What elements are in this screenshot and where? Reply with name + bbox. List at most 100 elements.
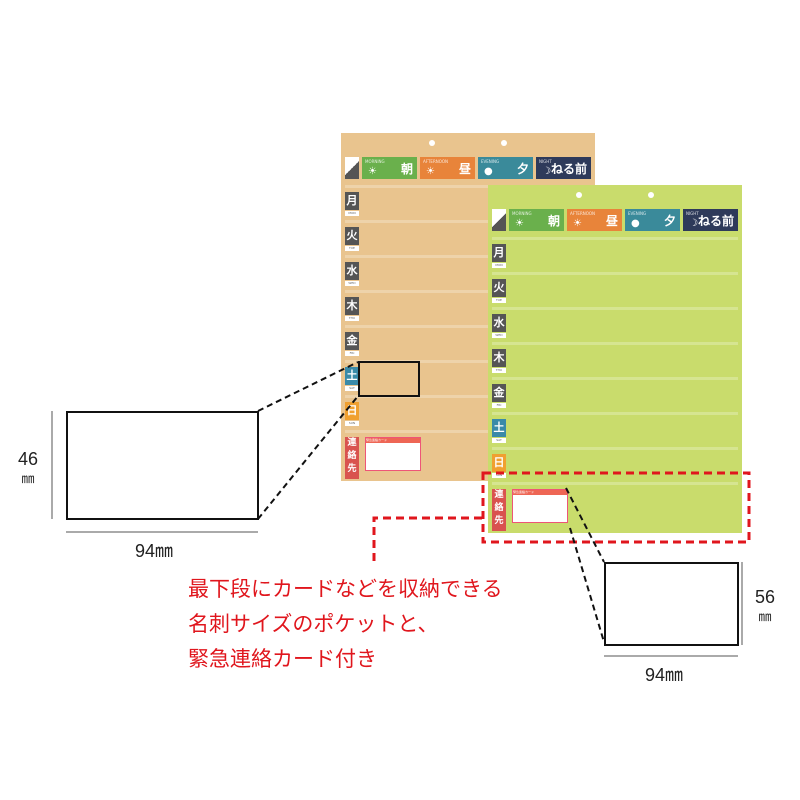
day-en: THU [345, 316, 359, 321]
time-slot: NIGHT ☽ねる前 [683, 209, 738, 231]
day-en: SAT [345, 386, 359, 391]
slot-icon: ☀ [426, 166, 435, 177]
day-en: TUE [345, 246, 359, 251]
slot-icon: ● [484, 166, 493, 177]
time-slot: EVENING ● 夕 [625, 209, 680, 231]
slot-en: EVENING [481, 159, 500, 164]
caption-line: 名刺サイズのポケットと、 [188, 612, 439, 636]
caption-line: 最下段にカードなどを収納できる [188, 577, 503, 601]
left-width-label: 94㎜ [135, 541, 174, 561]
slot-en: NIGHT [539, 159, 552, 164]
day-en: WED [345, 281, 359, 286]
day-label: 火 [345, 227, 359, 245]
day-en: SUN [345, 421, 359, 426]
contact-label: 連絡先 [345, 437, 359, 479]
slot-label: ねる前 [697, 213, 734, 228]
slot-label: 昼 [605, 213, 618, 228]
slot-en: EVENING [628, 211, 647, 216]
day-label: 土 [345, 367, 359, 385]
right-width-label: 94㎜ [645, 665, 684, 685]
emergency-card: 緊急連絡カード [365, 437, 421, 471]
caption: 最下段にカードなどを収納できる 名刺サイズのポケットと、 緊急連絡カード付き [188, 572, 503, 677]
corner-label [345, 157, 359, 179]
day-en: MON [492, 263, 506, 268]
day-label: 木 [345, 297, 359, 315]
slot-icon: ● [631, 218, 640, 229]
slot-label: 夕 [516, 161, 529, 176]
hanging-hole [501, 140, 507, 146]
time-slot: MORNING ☀ 朝 [362, 157, 417, 179]
time-slot: NIGHT ☽ねる前 [536, 157, 591, 179]
day-label: 金 [492, 384, 506, 402]
caption-line: 緊急連絡カード付き [188, 647, 377, 671]
time-header: MORNING ☀ 朝 AFTERNOON ☀ 昼 EVENING ● 夕 NIGHT ☽ねる前 [492, 209, 738, 231]
hanging-hole [648, 192, 654, 198]
day-en: THU [492, 368, 506, 373]
day-en: FRI [492, 403, 506, 408]
highlight-pocket [358, 361, 420, 397]
day-en: SUN [492, 473, 506, 478]
day-en: MON [345, 211, 359, 216]
slot-en: AFTERNOON [423, 159, 448, 164]
hanging-hole [576, 192, 582, 198]
day-en: FRI [345, 351, 359, 356]
day-label: 月 [345, 192, 359, 210]
day-en: TUE [492, 298, 506, 303]
emergency-card: 緊急連絡カード [512, 489, 568, 523]
contact-row: 連絡先 緊急連絡カード [492, 482, 738, 532]
day-en: SAT [492, 438, 506, 443]
slot-en: MORNING [512, 211, 532, 216]
slot-label: ねる前 [550, 161, 587, 176]
slot-en: MORNING [365, 159, 385, 164]
slot-en: AFTERNOON [570, 211, 595, 216]
slot-label: 昼 [458, 161, 471, 176]
day-label: 土 [492, 419, 506, 437]
slot-label: 朝 [400, 161, 413, 176]
business-card-pocket-diagram [66, 411, 259, 520]
day-en: WED [492, 333, 506, 338]
time-slot: EVENING ● 夕 [478, 157, 533, 179]
time-slot: MORNING ☀ 朝 [509, 209, 564, 231]
day-label: 水 [492, 314, 506, 332]
time-header: MORNING ☀ 朝 AFTERNOON ☀ 昼 EVENING ● 夕 NIGHT ☽ねる前 [345, 157, 591, 179]
slot-icon: ☀ [515, 218, 524, 229]
time-slot: AFTERNOON ☀ 昼 [420, 157, 475, 179]
day-label: 火 [492, 279, 506, 297]
contact-label: 連絡先 [492, 489, 506, 531]
day-label: 水 [345, 262, 359, 280]
slot-label: 夕 [663, 213, 676, 228]
day-label: 月 [492, 244, 506, 262]
day-label: 金 [345, 332, 359, 350]
slot-icon: ☀ [368, 166, 377, 177]
slot-icon: ☀ [573, 218, 582, 229]
time-slot: AFTERNOON ☀ 昼 [567, 209, 622, 231]
slot-icon: ☽ [542, 166, 551, 177]
contact-row: 連絡先 緊急連絡カード [345, 430, 591, 480]
corner-label [492, 209, 506, 231]
hanging-hole [429, 140, 435, 146]
slot-label: 朝 [547, 213, 560, 228]
card-title: 緊急連絡カード [366, 438, 420, 443]
card-title: 緊急連絡カード [513, 490, 567, 495]
slot-icon: ☽ [689, 218, 698, 229]
slot-en: NIGHT [686, 211, 699, 216]
day-label: 日 [492, 454, 506, 472]
day-label: 木 [492, 349, 506, 367]
